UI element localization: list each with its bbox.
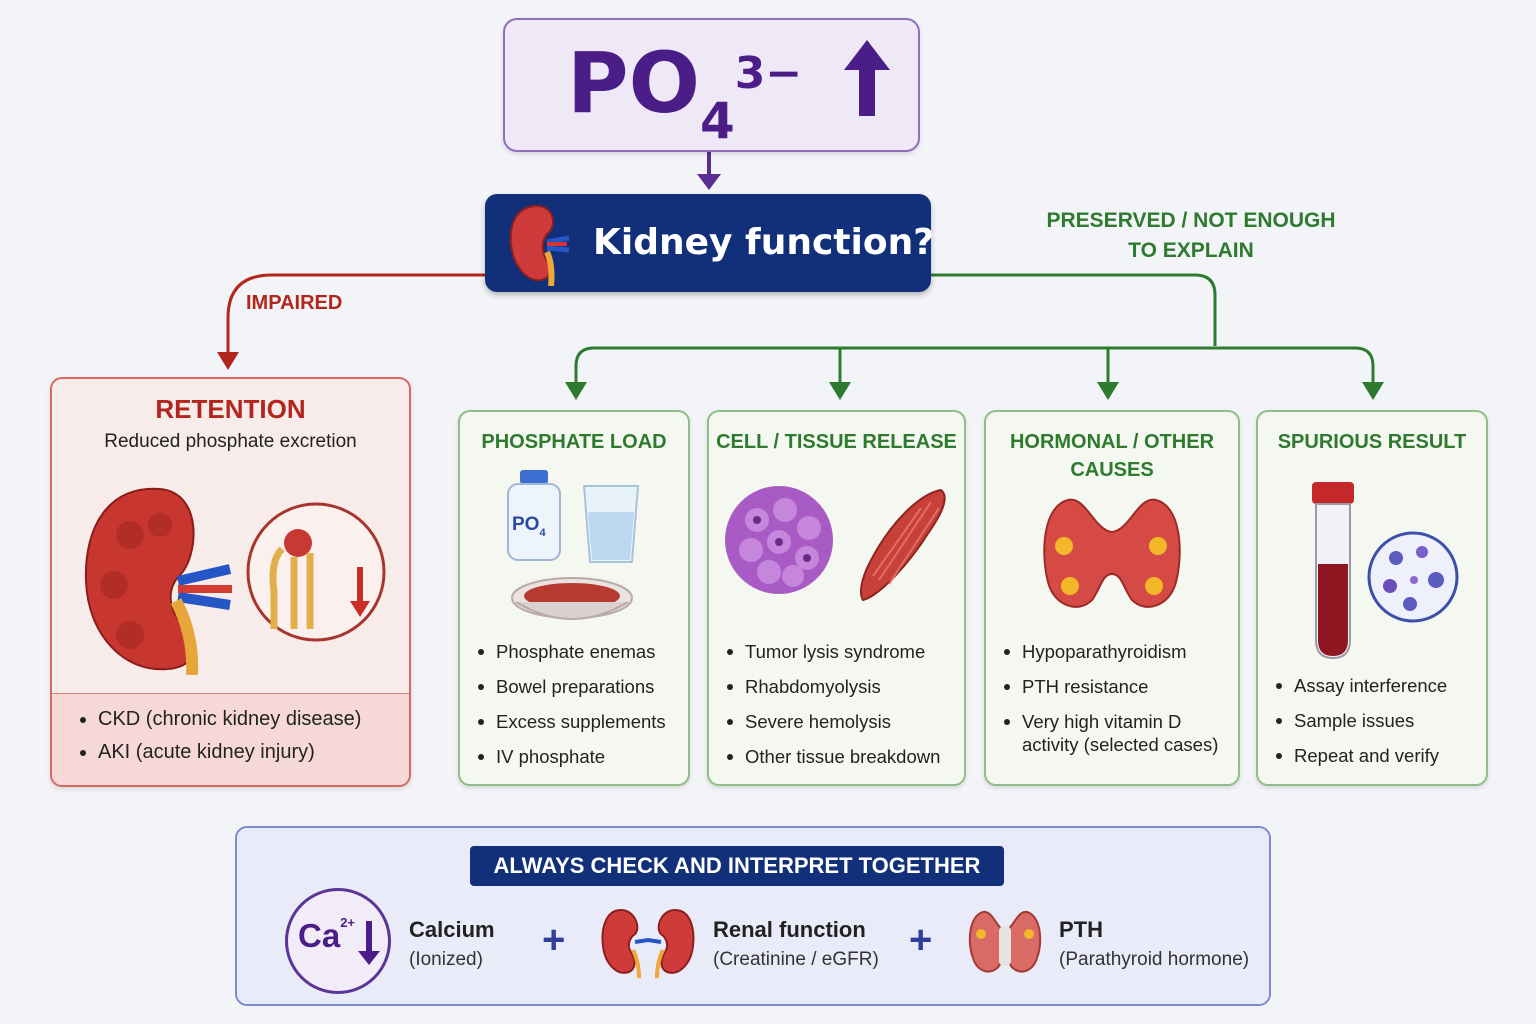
parathyroid-icon (968, 910, 1042, 973)
arrowhead-title (697, 174, 721, 190)
phosphate-vial-icon (507, 470, 561, 561)
impaired-label: IMPAIRED (246, 292, 343, 314)
water-glass-icon (582, 485, 640, 563)
arrowhead-spurious (1362, 382, 1384, 400)
list-item: Other tissue breakdown (725, 745, 961, 768)
formula-subscript: 4 (699, 92, 735, 150)
hormonal-causes-card: HORMONAL / OTHER CAUSES Hypoparathyroidi… (984, 410, 1240, 786)
kidney-icon (509, 204, 570, 286)
list-item: IV phosphate (476, 745, 686, 768)
phosphate-load-list: Phosphate enemas Bowel preparations Exce… (476, 640, 686, 780)
phosphate-elevated-title: PO43− (503, 18, 920, 152)
list-item: Tumor lysis syndrome (725, 640, 961, 663)
food-dish-icon (511, 577, 633, 620)
pth-detail: (Parathyroid hormone) (1059, 949, 1250, 970)
always-check-panel: ALWAYS CHECK AND INTERPRET TOGETHER Ca2+… (235, 826, 1271, 1006)
card-title: PHOSPHATE LOAD (481, 431, 667, 453)
list-item: Very high vitamin D activity (selected c… (1002, 710, 1234, 756)
calcium-low-icon: Ca2+ (285, 888, 391, 994)
list-item: Bowel preparations (476, 675, 686, 698)
card-title: HORMONAL / OTHER CAUSES (1009, 431, 1215, 481)
arrow-impaired (226, 273, 485, 358)
cell-release-card: CELL / TISSUE RELEASE Tumor lysis syndro… (707, 410, 966, 786)
list-item: AKI (acute kidney injury) (78, 741, 398, 764)
list-item: Sample issues (1274, 709, 1484, 732)
retention-subtitle: Reduced phosphate excretion (104, 431, 357, 452)
down-arrow-icon (358, 921, 380, 965)
calcium-detail: (Ionized) (409, 949, 483, 970)
vial-label: PO4 (512, 514, 546, 539)
renal-function-detail: (Creatinine / eGFR) (713, 949, 879, 970)
spurious-result-card: SPURIOUS RESULT Assay interference Sampl… (1256, 410, 1488, 786)
green-distribution-bar (574, 346, 1375, 382)
kidney-illustration (84, 487, 232, 675)
list-item: PTH resistance (1002, 675, 1234, 698)
spurious-list: Assay interference Sample issues Repeat … (1274, 674, 1484, 779)
kidney-function-question: Kidney function? (485, 194, 935, 292)
arrowhead-cell-release (829, 382, 851, 400)
cell-release-list: Tumor lysis syndrome Rhabdomyolysis Seve… (725, 640, 961, 780)
assay-particles-icon (1367, 531, 1459, 623)
arrowhead-impaired (217, 352, 239, 370)
thyroid-parathyroid-icon (1043, 498, 1181, 608)
arrowhead-phosphate-load (565, 382, 587, 400)
calcium-label: Calcium (409, 917, 495, 942)
list-item: Assay interference (1274, 674, 1484, 697)
list-item: Excess supplements (476, 710, 686, 733)
up-arrow-icon (843, 40, 890, 116)
retention-card: RETENTION Reduced phosphate excretion CK… (50, 377, 411, 787)
renal-function-label: Renal function (713, 917, 866, 942)
calcium-symbol: Ca (298, 917, 341, 954)
muscle-icon (860, 488, 946, 602)
phosphate-formula: PO43− (567, 40, 890, 146)
list-item: Rhabdomyolysis (725, 675, 961, 698)
pth-label: PTH (1059, 917, 1103, 942)
retention-list: CKD (chronic kidney disease) AKI (acute … (78, 708, 398, 774)
list-item: Severe hemolysis (725, 710, 961, 733)
arrowhead-hormonal (1097, 382, 1119, 400)
blood-tube-icon (1312, 482, 1354, 660)
tumor-cells-icon (725, 486, 833, 594)
list-item: Phosphate enemas (476, 640, 686, 663)
plus-sign: + (909, 918, 933, 962)
nephron-magnified-icon (246, 502, 386, 642)
retention-causes-panel: CKD (chronic kidney disease) AKI (acute … (52, 693, 409, 785)
card-title: SPURIOUS RESULT (1277, 431, 1467, 453)
arrow-preserved (931, 273, 1217, 346)
phosphate-load-card: PHOSPHATE LOAD PO4 Phosphate enemas Bowe… (458, 410, 690, 786)
always-check-title: ALWAYS CHECK AND INTERPRET TOGETHER (470, 846, 1004, 886)
list-item: Hypoparathyroidism (1002, 640, 1234, 663)
plus-sign: + (542, 918, 566, 962)
kidneys-pair-icon (601, 908, 695, 978)
card-title: CELL / TISSUE RELEASE (716, 431, 957, 453)
formula-charge: 3− (734, 48, 803, 99)
list-item: Repeat and verify (1274, 744, 1484, 767)
retention-title: RETENTION (155, 394, 306, 424)
calcium-charge: 2+ (340, 915, 356, 930)
preserved-label: PRESERVED / NOT ENOUGH TO EXPLAIN (1046, 209, 1336, 262)
list-item: CKD (chronic kidney disease) (78, 708, 398, 731)
formula-base: PO (567, 34, 700, 132)
hormonal-list: Hypoparathyroidism PTH resistance Very h… (1002, 640, 1234, 768)
question-label: Kidney function? (593, 222, 935, 263)
